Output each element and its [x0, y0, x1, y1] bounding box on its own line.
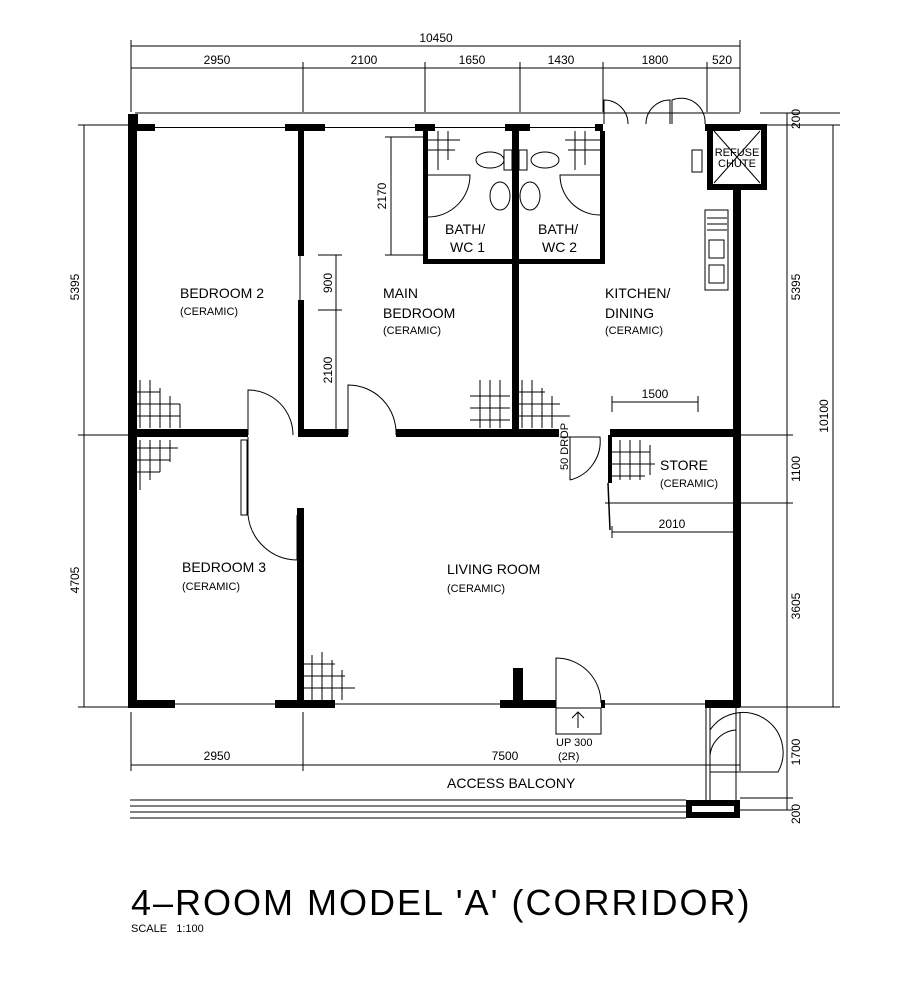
label-kitchen-2: DINING: [605, 305, 654, 321]
balcony: [130, 708, 740, 819]
label-main-bedroom-2: BEDROOM: [383, 305, 455, 321]
label-bedroom3-finish: (CERAMIC): [182, 581, 240, 593]
internal-dimensions: 2170 900 2100 1500 2010: [318, 136, 735, 538]
dim-right-bottom: 200: [789, 804, 803, 824]
dim-store-2010: 2010: [659, 517, 686, 531]
dim-right-store: 1100: [789, 456, 803, 482]
label-bath1-2: WC 1: [450, 239, 485, 255]
label-kitchen-1: KITCHEN/: [605, 285, 670, 301]
dim-wardrobe-2100: 2100: [321, 356, 335, 383]
top-dimensions: 10450 2950 2100 1650 1430 1800 520: [130, 31, 741, 112]
dim-top-seg-2: 2100: [351, 53, 378, 67]
label-bath1-1: BATH/: [445, 221, 485, 237]
dim-kitchen-1500: 1500: [642, 387, 669, 401]
label-bath2-2: WC 2: [542, 239, 577, 255]
dim-bottom-left: 2950: [204, 749, 231, 763]
dim-top-seg-4: 1430: [548, 53, 575, 67]
label-refuse-2: CHUTE: [718, 158, 756, 170]
dim-left-upper: 5395: [68, 273, 82, 300]
label-balcony: ACCESS BALCONY: [447, 775, 576, 791]
title-block: 4–ROOM MODEL 'A' (CORRIDOR) SCALE 1:100: [131, 882, 751, 935]
dim-right-total: 10100: [817, 399, 831, 433]
plan-title: 4–ROOM MODEL 'A' (CORRIDOR): [131, 882, 751, 923]
dim-wardrobe-900: 900: [321, 273, 335, 293]
doors: [240, 97, 784, 773]
label-store-finish: (CERAMIC): [660, 478, 718, 490]
dim-right-top: 200: [789, 109, 803, 129]
right-dimensions: 200 5395 10100 1100 3605 1700 200: [605, 109, 840, 824]
label-bedroom3: BEDROOM 3: [182, 559, 266, 575]
dim-right-lower: 3605: [789, 592, 803, 619]
label-living: LIVING ROOM: [447, 561, 540, 577]
walls: [128, 112, 767, 708]
label-kitchen-finish: (CERAMIC): [605, 325, 663, 337]
label-bedroom2-finish: (CERAMIC): [180, 306, 238, 318]
dim-top-seg-5: 1800: [642, 53, 669, 67]
plan-scale: SCALE 1:100: [131, 923, 204, 935]
tile-grids: [137, 131, 655, 700]
dim-top-seg-6: 520: [712, 53, 732, 67]
fixtures: [475, 130, 761, 291]
dim-right-balcony: 1700: [789, 738, 803, 765]
label-living-finish: (CERAMIC): [447, 583, 505, 595]
label-up-sub: (2R): [558, 751, 579, 763]
label-main-bedroom-finish: (CERAMIC): [383, 325, 441, 337]
dim-left-lower: 4705: [68, 566, 82, 593]
label-bedroom2: BEDROOM 2: [180, 285, 264, 301]
label-drop: 50 DROP: [559, 423, 571, 470]
dim-top-seg-1: 2950: [204, 53, 231, 67]
dim-bottom-right: 7500: [492, 749, 519, 763]
room-labels: BEDROOM 2 (CERAMIC) MAIN BEDROOM (CERAMI…: [180, 147, 759, 791]
label-main-bedroom-1: MAIN: [383, 285, 418, 301]
label-store: STORE: [660, 457, 708, 473]
label-up: UP 300: [556, 737, 593, 749]
dim-top-total: 10450: [419, 31, 453, 45]
dim-bath-depth: 2170: [375, 182, 389, 209]
label-bath2-1: BATH/: [538, 221, 578, 237]
dim-right-upper: 5395: [789, 273, 803, 300]
label-refuse-1: REFUSE: [715, 147, 760, 159]
bottom-dimensions: 2950 7500: [130, 712, 741, 771]
dim-top-seg-3: 1650: [459, 53, 486, 67]
left-dimensions: 5395 4705: [68, 124, 131, 708]
